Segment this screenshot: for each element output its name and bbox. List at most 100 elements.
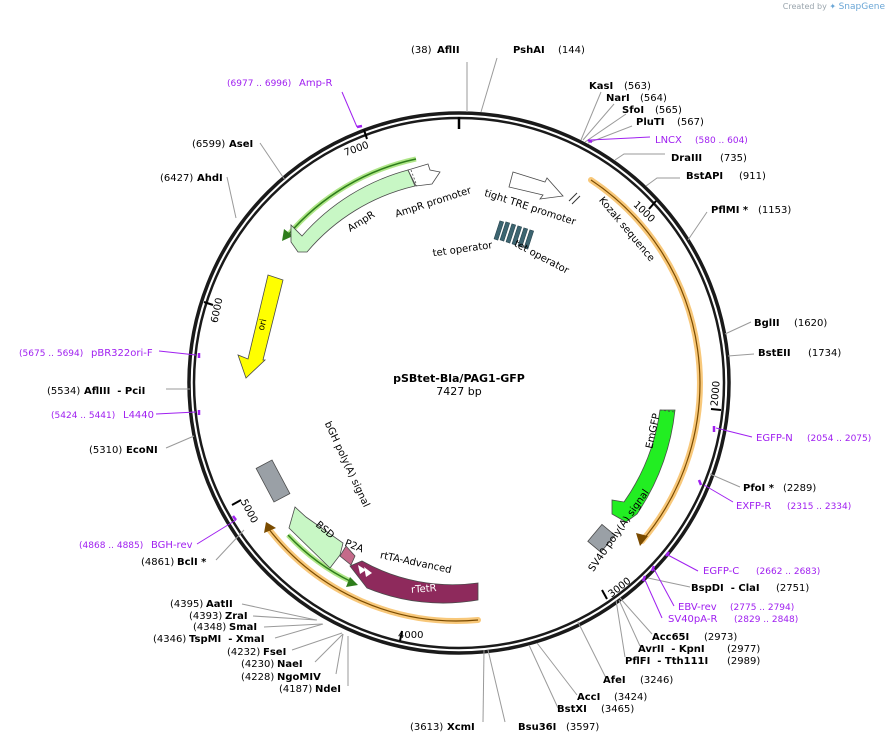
primer-leader-lines [155,91,753,619]
enzyme-name-ngomiv: NgoMIV [277,672,321,683]
enzyme-pos-naei: (4230) [241,659,274,670]
enzyme-pos-aflii-38: (38) [411,45,432,56]
snapgene-brand-text: SnapGene [838,2,885,12]
leader-smai [263,623,323,628]
enzyme-name-xcmi: XcmI [447,722,475,733]
orf-arc-right-arrow [636,533,648,546]
enzyme-pos-kasi: (563) [624,81,651,92]
ruler-tick-3000 [601,589,608,600]
label-ampr-promoter: AmpR promoter [394,185,474,220]
ruler-tick-4000 [399,630,403,642]
leader-xcmi [482,649,485,723]
tet-operator-box [499,221,510,242]
enzyme-pos-nari: (564) [640,93,667,104]
enzyme-pos-bstxi: (3465) [601,704,634,715]
enzyme-name-pflfi: PflFI - Tth111I [625,656,708,667]
enzyme-pos-bsu36i: (3597) [566,722,599,733]
orf-arc-bottom-arrow [264,522,276,533]
leader-acci [536,642,578,696]
enzyme-pos-pluti: (567) [677,117,704,128]
primer-tick-egfp-c [665,551,670,557]
primer-range-bgh-rev: (4868 .. 4885) [79,541,143,551]
plasmid-name: pSBtet-Bla/PAG1-GFP [393,372,525,385]
enzyme-pos-acci: (3424) [614,692,647,703]
primer-range-exfp-r: (2315 .. 2334) [787,502,851,512]
primer-range-pbr322ori-f: (5675 .. 5694) [19,349,83,359]
enzyme-name-bsteii: BstEII [758,348,791,359]
tet-operator-box [517,227,528,248]
leader-egfp-n [715,427,753,438]
enzyme-pos-acc65i: (2973) [704,632,737,643]
primer-tick-bgh-rev [232,515,237,521]
primer-range-amp-r: (6977 .. 6996) [227,79,291,89]
leader-econi [165,435,195,449]
leader-exfp-r [703,484,734,503]
kozak-tick [568,192,578,202]
primer-range-egfp-c: (2662 .. 2683) [756,567,820,577]
primer-name-lncx: LNCX [655,135,682,146]
tight-tre-promoter-feature [508,171,564,200]
enzyme-pos-econi: (5310) [89,445,122,456]
enzyme-name-pfoi: PfoI * [743,483,775,494]
primer-tick-ebv-rev [650,565,656,572]
primer-tick-amp-r [356,124,363,129]
enzyme-name-fsei: FseI [263,647,286,658]
enzyme-name-econi: EcoNI [126,445,158,456]
enzyme-pos-afliii-5534: (5534) [47,386,80,397]
enzyme-name-afliii-5534: AflIII - PciI [84,386,145,397]
enzyme-name-draiii: DraIII [671,153,702,164]
leader-acc65i [619,597,653,635]
rtta-triangle [364,567,372,577]
label-tet-operator-1: tet operator [432,240,494,259]
leader-afei [577,621,607,679]
leader-bspdi [647,577,691,588]
enzyme-name-acci: AccI [577,692,600,703]
primer-name-egfp-c: EGFP-C [703,566,739,577]
ampr-promoter-dash [410,169,418,187]
ruler-tick-1000 [648,200,657,210]
enzyme-name-smai: SmaI [229,622,257,633]
leader-lncx [589,136,651,141]
label-bgh-polya: bGH poly(A) signal [322,420,371,509]
label-rtta: rtTA-Advanced [379,550,452,576]
site-leader-lines [165,57,755,723]
tet-operator-box [505,223,516,244]
leader-bsteii [727,353,755,357]
ruler-label-3000: 3000 [607,576,634,600]
primer-range-ebv-rev: (2775 .. 2794) [730,603,794,613]
leader-pflfi [615,599,626,658]
enzyme-pos-bglii: (1620) [794,318,827,329]
ruler-label-4000: 4000 [398,630,423,641]
enzyme-name-pluti: PluTI [636,117,664,128]
enzyme-pos-xcmi: (3613) [410,722,443,733]
tet-operator-box [493,220,504,241]
enzyme-pos-bspdi: (2751) [776,583,809,594]
leader-tspmi [274,623,324,639]
ori-feature [237,274,284,379]
ruler-ticks [203,129,722,642]
enzyme-pos-pfoi: (2289) [783,483,816,494]
primer-name-bgh-rev: BGH-rev [151,540,193,551]
rtta-triangles [358,565,372,577]
emgfp-feature [611,409,676,523]
enzyme-pos-pflfi: (2989) [727,656,760,667]
primer-tick-lncx [587,138,593,144]
orf-arc-right-line [590,179,701,542]
bsd-green-arrow [346,577,358,587]
ruler-tick-5000 [231,499,242,506]
created-by-text: Created by [782,2,827,11]
ruler-label-6000: 6000 [210,297,226,324]
primer-ticks [197,124,716,582]
enzyme-pos-bsteii: (1734) [808,348,841,359]
leader-pluti [587,125,633,144]
primer-range-l4440: (5424 .. 5441) [51,411,115,421]
enzyme-pos-ahdi: (6427) [160,173,193,184]
enzyme-name-bspdi: BspDI - ClaI [691,583,760,594]
p2a-feature [339,545,356,566]
leader-bstapi [645,177,680,187]
bsd-green-line [287,534,353,583]
leader-l4440 [155,411,197,415]
leader-sv40pa-r [644,579,663,619]
leader-pflmi [687,211,708,241]
